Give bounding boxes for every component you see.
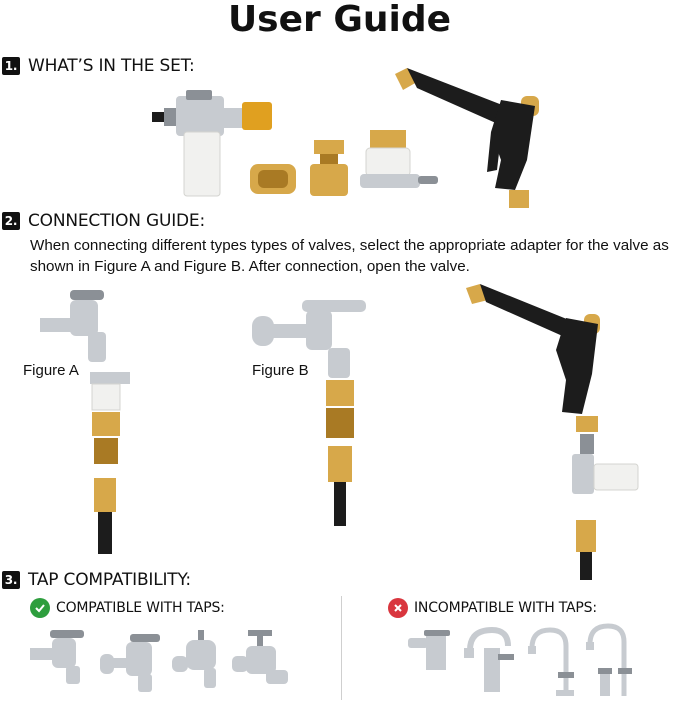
section-divider bbox=[341, 596, 342, 700]
section-number: 2. bbox=[2, 212, 20, 230]
foam-cannon-image bbox=[152, 90, 272, 197]
compatible-tap-1-image bbox=[30, 630, 84, 684]
x-circle-icon bbox=[388, 598, 408, 618]
section-heading-text: WHAT’S IN THE SET: bbox=[28, 56, 195, 76]
section-number: 1. bbox=[2, 57, 20, 75]
compatible-tap-4-image bbox=[232, 630, 288, 684]
section-number: 3. bbox=[2, 571, 20, 589]
incompatible-tap-1-image bbox=[408, 630, 450, 670]
compatible-label: COMPATIBLE WITH TAPS: bbox=[56, 600, 225, 616]
section-heading-text: CONNECTION GUIDE: bbox=[28, 211, 205, 231]
incompatible-label: INCOMPATIBLE WITH TAPS: bbox=[414, 600, 597, 616]
check-circle-icon bbox=[30, 598, 50, 618]
incompatible-tap-3-image bbox=[528, 627, 574, 696]
incompatible-header: INCOMPATIBLE WITH TAPS: bbox=[388, 598, 597, 618]
figure-b-label: Figure B bbox=[252, 362, 309, 379]
gun-cannon-assembly-image bbox=[466, 284, 639, 580]
quick-connector-image bbox=[310, 140, 348, 196]
tap-adapter-image bbox=[360, 130, 438, 188]
section-heading-text: TAP COMPATIBILITY: bbox=[28, 570, 191, 590]
incompatible-tap-2-image bbox=[464, 626, 514, 692]
adapter-ring-image bbox=[250, 164, 296, 194]
section-compatibility-heading: 3. TAP COMPATIBILITY: bbox=[2, 570, 191, 590]
figure-a-assembly-image bbox=[40, 290, 130, 554]
section-set-heading: 1. WHAT’S IN THE SET: bbox=[2, 56, 195, 76]
spray-gun-image bbox=[395, 68, 539, 208]
compatible-header: COMPATIBLE WITH TAPS: bbox=[30, 598, 225, 618]
compatible-tap-3-image bbox=[172, 630, 216, 688]
figure-a-label: Figure A bbox=[23, 362, 79, 379]
section-connection-heading: 2. CONNECTION GUIDE: bbox=[2, 211, 205, 231]
page-title: User Guide bbox=[227, 0, 452, 40]
connection-description: When connecting different types types of… bbox=[30, 237, 669, 275]
compatible-tap-2-image bbox=[100, 634, 160, 692]
figure-b-assembly-image bbox=[252, 300, 366, 526]
incompatible-tap-4-image bbox=[586, 623, 632, 696]
